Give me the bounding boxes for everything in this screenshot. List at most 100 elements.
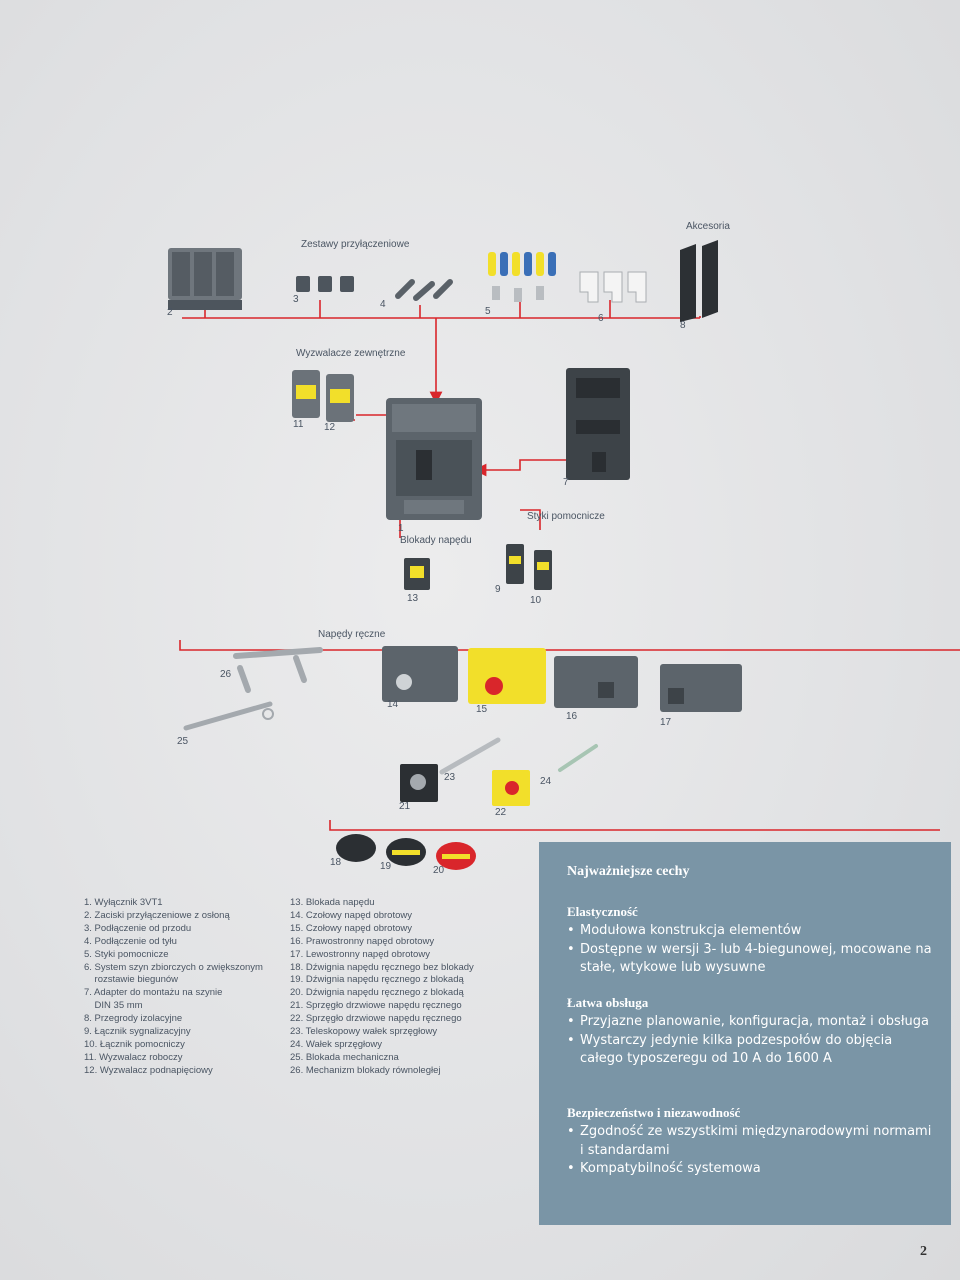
- handle-20-illustration: [436, 842, 476, 870]
- manual-drive-line: [179, 640, 960, 651]
- legend-item: 1. Wyłącznik 3VT1: [84, 897, 163, 908]
- part-number: 12: [324, 422, 336, 433]
- feature-bullet: Kompatybilność systemowa: [567, 1160, 939, 1179]
- part-number: 18: [330, 857, 342, 868]
- part-number: 6: [598, 313, 604, 324]
- feature-bullet: Wystarczy jedynie kilka podzespołów do o…: [567, 1032, 939, 1069]
- operating-lock-illustration: [404, 558, 430, 590]
- legend-item: rozstawie biegunów: [84, 974, 178, 986]
- label-operating-locks: Blokady napędu: [400, 535, 472, 546]
- mechanical-interlock-illustration: [183, 701, 274, 731]
- circuit-breaker-illustration: [386, 398, 482, 520]
- legend-item: DIN 35 mm: [84, 1000, 143, 1012]
- legend-item: 17. Lewostronny napęd obrotowy: [290, 948, 430, 960]
- part-number: 21: [399, 801, 411, 812]
- part-number: 10: [530, 595, 542, 606]
- part-number: 20: [433, 865, 445, 876]
- rotary-drive-16-illustration: [554, 656, 638, 708]
- legend-item: 6. System szyn zbiorczych o zwiększonym: [84, 961, 263, 973]
- din-adapter-illustration: [566, 368, 630, 480]
- parallel-interlock-illustration: [233, 647, 323, 693]
- part-number: 23: [444, 772, 456, 783]
- coupling-shaft-illustration: [558, 744, 598, 772]
- parts-legend-left: 1. Wyłącznik 3VT1 2. Zaciski przyłączeni…: [84, 897, 274, 1078]
- legend-item: 3. Podłączenie od przodu: [84, 922, 192, 934]
- part-number: 25: [177, 736, 189, 747]
- legend-item: 11. Wyzwalacz roboczy: [84, 1051, 183, 1063]
- legend-item: 18. Dźwignia napędu ręcznego bez blokady: [290, 961, 474, 973]
- feature-section-safety: Bezpieczeństwo i niezawodność Zgodność z…: [567, 1105, 939, 1179]
- feature-heading: Łatwa obsługa: [567, 995, 649, 1010]
- legend-item: 9. Łącznik sygnalizacyjny: [84, 1026, 191, 1038]
- legend-item: 15. Czołowy napęd obrotowy: [290, 922, 412, 934]
- legend-item: 12. Wyzwalacz podnapięciowy: [84, 1064, 213, 1076]
- features-title: Najważniejsze cechy: [567, 864, 690, 879]
- feature-heading: Bezpieczeństwo i niezawodność: [567, 1105, 741, 1120]
- legend-item: 7. Adapter do montażu na szynie: [84, 987, 223, 999]
- label-connection-sets: Zestawy przyłączeniowe: [301, 239, 410, 250]
- part-number: 26: [220, 669, 232, 680]
- legend-item: 14. Czołowy napęd obrotowy: [290, 909, 412, 921]
- legend-item: 23. Teleskopowy wałek sprzęgłowy: [290, 1026, 438, 1038]
- part-number: 14: [387, 699, 399, 710]
- part-number: 3: [293, 294, 299, 305]
- front-connections-illustration: [296, 276, 354, 292]
- label-accessories: Akcesoria: [686, 221, 730, 232]
- label-auxiliary-contacts: Styki pomocnicze: [527, 511, 605, 522]
- part-number: 2: [167, 307, 173, 318]
- feature-section-ease-of-use: Łatwa obsługa Przyjazne planowanie, konf…: [567, 995, 939, 1069]
- arrow-from-adapter: [473, 459, 580, 477]
- part-number: 4: [380, 299, 386, 310]
- key-features-panel: Najważniejsze cechy Elastyczność Modułow…: [539, 842, 951, 1225]
- legend-item: 25. Blokada mechaniczna: [290, 1051, 399, 1063]
- signal-switch-illustration: [506, 544, 552, 590]
- releases-illustration: [292, 370, 354, 422]
- label-external-releases: Wyzwalacze zewnętrzne: [296, 348, 406, 359]
- handle-19-illustration: [386, 838, 426, 866]
- legend-item: 20. Dźwignia napędu ręcznego z blokadą: [290, 987, 464, 999]
- feature-bullet: Przyjazne planowanie, konfiguracja, mont…: [567, 1013, 939, 1032]
- rotary-drive-14-illustration: [382, 646, 458, 702]
- part-number: 1: [398, 523, 404, 534]
- feature-bullet: Dostępne w wersji 3- lub 4-biegunowej, m…: [567, 941, 939, 978]
- part-number: 17: [660, 717, 672, 728]
- aux-contacts-illustration: [488, 252, 556, 302]
- legend-item: 16. Prawostronny napęd obrotowy: [290, 935, 435, 947]
- feature-heading: Elastyczność: [567, 904, 638, 919]
- rear-connections-illustration: [395, 279, 453, 301]
- legend-item: 4. Podłączenie od tyłu: [84, 935, 177, 947]
- part-number: 9: [495, 584, 501, 595]
- part-number: 15: [476, 704, 488, 715]
- legend-item: 22. Sprzęgło drzwiowe napędu ręcznego: [290, 1013, 462, 1025]
- part-number: 19: [380, 861, 392, 872]
- door-coupling-21-illustration: [400, 764, 438, 802]
- terminal-cover-illustration: [168, 248, 242, 310]
- legend-item: 2. Zaciski przyłączeniowe z osłoną: [84, 909, 230, 921]
- part-number: 24: [540, 776, 552, 787]
- legend-item: 24. Wałek sprzęgłowy: [290, 1038, 383, 1050]
- part-number: 7: [563, 477, 569, 488]
- legend-item: 21. Sprzęgło drzwiowe napędu ręcznego: [290, 1000, 462, 1012]
- legend-item: 13. Blokada napędu: [290, 897, 375, 908]
- feature-bullet: Zgodność ze wszystkimi międzynarodowymi …: [567, 1123, 939, 1160]
- part-number: 5: [485, 306, 491, 317]
- part-number: 8: [680, 320, 686, 331]
- legend-item: 26. Mechanizm blokady równoległej: [290, 1064, 441, 1076]
- legend-item: 8. Przegrody izolacyjne: [84, 1013, 183, 1025]
- feature-section-flexibility: Elastyczność Modułowa konstrukcja elemen…: [567, 904, 939, 978]
- legend-item: 5. Styki pomocnicze: [84, 948, 169, 960]
- feature-bullet: Modułowa konstrukcja elementów: [567, 922, 939, 941]
- page-number: 2: [920, 1244, 927, 1259]
- legend-item: 19. Dźwignia napędu ręcznego z blokadą: [290, 974, 464, 986]
- telescopic-shaft-illustration: [439, 737, 501, 775]
- phase-barriers-illustration: [680, 240, 718, 322]
- parts-legend-right: 13. Blokada napędu 14. Czołowy napęd obr…: [290, 897, 520, 1078]
- rotary-drive-17-illustration: [660, 664, 742, 712]
- rotary-drive-15-illustration: [468, 648, 546, 704]
- part-number: 13: [407, 593, 419, 604]
- part-number: 16: [566, 711, 578, 722]
- door-coupling-22-illustration: [492, 770, 530, 806]
- part-number: 11: [293, 419, 304, 430]
- legend-item: 10. Łącznik pomocniczy: [84, 1038, 185, 1050]
